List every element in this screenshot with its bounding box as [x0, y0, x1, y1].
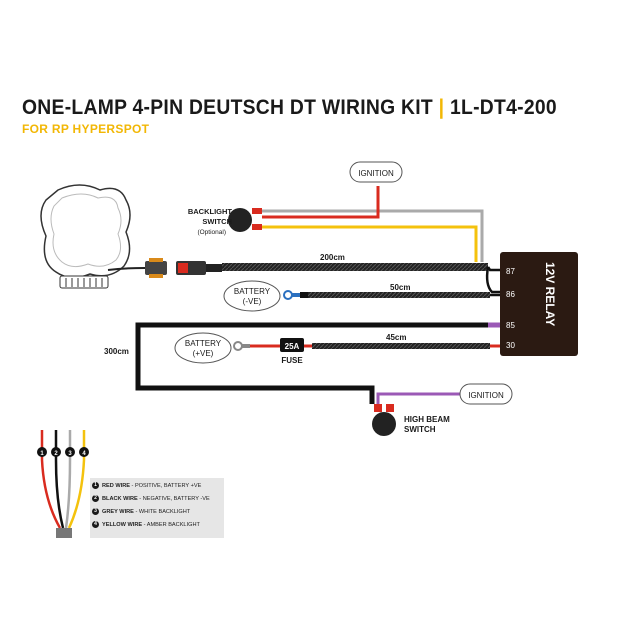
- wire-to-87: [486, 266, 500, 272]
- legend-wire-name: RED WIRE: [102, 482, 130, 489]
- high-beam-label-1: HIGH BEAM: [404, 415, 450, 424]
- relay-label: 12V RELAY: [543, 262, 557, 326]
- page-subtitle: FOR RP HYPERSPOT: [22, 122, 150, 136]
- title-main: ONE-LAMP 4-PIN DEUTSCH DT WIRING KIT: [22, 96, 434, 119]
- fuse-value: 25A: [285, 342, 300, 351]
- ignition-top-bubble: IGNITION: [349, 161, 403, 183]
- title-separator: |: [438, 96, 445, 119]
- legend-num: 2: [92, 495, 99, 502]
- yellow-wire: [262, 225, 478, 262]
- pin-4: 4: [82, 451, 86, 457]
- lamp-cable: [107, 267, 146, 271]
- legend-wire-name: BLACK WIRE: [102, 495, 138, 502]
- battery-pos-label-1: BATTERY: [185, 339, 222, 348]
- length-main-harness: 200cm: [320, 253, 345, 262]
- pin-1: 1: [40, 451, 44, 457]
- high-beam-switch-icon: [372, 412, 396, 436]
- legend-wire-name: GREY WIRE: [102, 508, 134, 515]
- battery-pos-label-2: (+VE): [193, 349, 214, 358]
- battery-pos-bubble: BATTERY (+VE): [174, 332, 232, 364]
- ignition-top-label: IGNITION: [358, 169, 394, 178]
- legend-wire-desc: - AMBER BACKLIGHT: [142, 521, 200, 528]
- legend-wire-desc: - NEGATIVE, BATTERY -VE: [137, 495, 210, 502]
- battery-neg-bubble: BATTERY (-VE): [223, 280, 281, 312]
- backlight-switch-label-3: (Optional): [197, 229, 226, 236]
- fuse-label: FUSE: [281, 356, 303, 365]
- legend-num: 4: [92, 521, 99, 528]
- legend-wire-name: YELLOW WIRE: [102, 521, 143, 528]
- page-title: ONE-LAMP 4-PIN DEUTSCH DT WIRING KIT | 1…: [22, 96, 557, 120]
- long-loop-wire: [135, 322, 488, 404]
- main-harness: [222, 263, 488, 271]
- relay-pin-85: 85: [506, 321, 515, 330]
- backlight-switch-label-1: BACKLIGHT: [188, 207, 233, 216]
- relay-12v: 12V RELAY 87 86 85 30: [500, 252, 578, 356]
- ignition-bottom-label: IGNITION: [468, 391, 504, 400]
- legend-num: 3: [92, 508, 99, 515]
- grey-wire: [262, 209, 484, 262]
- relay-pin-87: 87: [506, 267, 515, 276]
- backlight-terminal-2: [252, 224, 262, 230]
- ring-terminal-pos-icon: [233, 341, 243, 351]
- dt-connector-female: [176, 261, 206, 275]
- battery-neg-label-1: BATTERY: [234, 287, 271, 296]
- battery-pos-harness: [312, 343, 490, 349]
- pin-2: 2: [54, 451, 58, 457]
- purple-wire-ignition: [376, 392, 460, 404]
- battery-neg-label-2: (-VE): [243, 297, 262, 306]
- length-battery-pos: 45cm: [386, 333, 406, 342]
- ring-terminal-neg-icon: [283, 290, 293, 300]
- battery-neg-harness: [308, 292, 490, 298]
- pigtail-diagram: 1 2 3 4: [37, 430, 89, 538]
- backlight-switch-label-2: SWITCH: [202, 217, 232, 226]
- pin-3: 3: [68, 451, 72, 457]
- length-long-loop: 300cm: [104, 347, 129, 356]
- dt-connector-male: [145, 258, 167, 278]
- legend-wire-desc: - WHITE BACKLIGHT: [133, 508, 191, 515]
- relay-pin-30: 30: [506, 341, 515, 350]
- lamp-icon: [40, 184, 131, 289]
- red-wire-ignition: [262, 186, 380, 219]
- title-code: 1L-DT4-200: [450, 96, 557, 119]
- connector-boot: [206, 264, 222, 272]
- backlight-switch-icon: [228, 208, 252, 232]
- backlight-terminal-1: [252, 208, 262, 214]
- legend-wire-desc: - POSITIVE, BATTERY +VE: [129, 482, 202, 489]
- wire-to-86a: [485, 266, 500, 294]
- fuse-icon: [280, 338, 304, 352]
- high-beam-label-2: SWITCH: [404, 425, 436, 434]
- ignition-bottom-bubble: IGNITION: [459, 383, 513, 405]
- length-battery-neg: 50cm: [390, 283, 410, 292]
- legend-num: 1: [92, 482, 99, 489]
- relay-pin-86: 86: [506, 290, 515, 299]
